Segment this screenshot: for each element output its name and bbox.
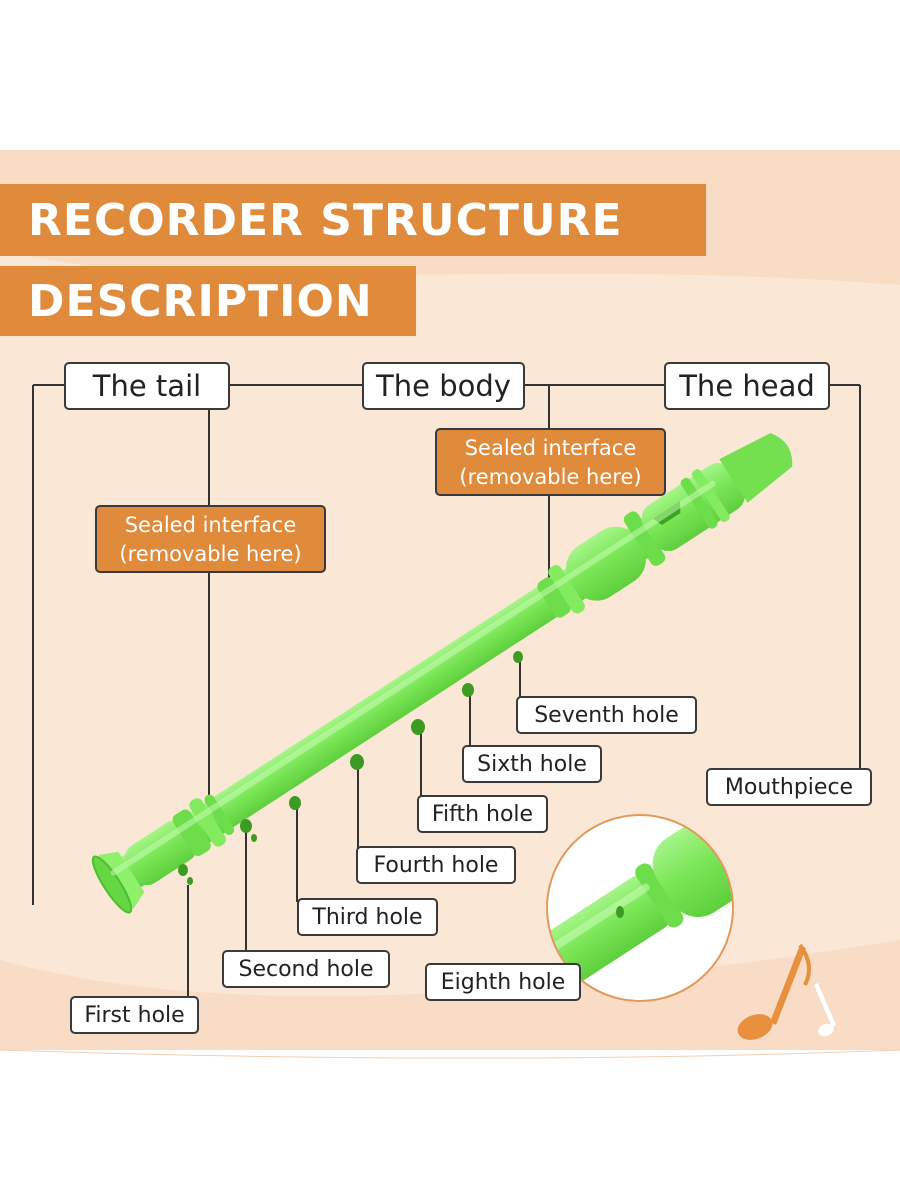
label-second-hole: Second hole xyxy=(222,950,390,988)
sealed-interface-tail: Sealed interface (removable here) xyxy=(95,505,326,573)
label-sixth-hole: Sixth hole xyxy=(462,745,602,783)
finger-holes xyxy=(178,651,523,885)
title-banner-line2: DESCRIPTION xyxy=(0,266,416,336)
recorder xyxy=(91,433,793,914)
label-fourth-hole: Fourth hole xyxy=(356,846,516,884)
inset-magnifier xyxy=(546,814,734,1002)
label-fifth-hole: Fifth hole xyxy=(417,795,548,833)
label-the-head: The head xyxy=(664,362,830,410)
sealed-interface-line2: (removable here) xyxy=(459,465,642,489)
sealed-interface-body: Sealed interface (removable here) xyxy=(435,428,666,496)
sealed-interface-line1: Sealed interface xyxy=(124,513,297,537)
sealed-interface-line2: (removable here) xyxy=(119,542,302,566)
label-seventh-hole: Seventh hole xyxy=(516,696,697,734)
title-banner-line1: RECORDER STRUCTURE xyxy=(0,184,706,256)
title-text: DESCRIPTION xyxy=(28,275,373,327)
label-third-hole: Third hole xyxy=(297,898,438,936)
label-the-tail: The tail xyxy=(64,362,230,410)
music-note-icon xyxy=(814,983,836,1037)
label-first-hole: First hole xyxy=(70,996,199,1034)
music-note-icon xyxy=(737,943,811,1040)
sealed-interface-line1: Sealed interface xyxy=(464,436,637,460)
label-mouthpiece: Mouthpiece xyxy=(706,768,872,806)
label-the-body: The body xyxy=(362,362,525,410)
title-text: RECORDER STRUCTURE xyxy=(28,194,623,246)
label-eighth-hole: Eighth hole xyxy=(425,963,581,1001)
